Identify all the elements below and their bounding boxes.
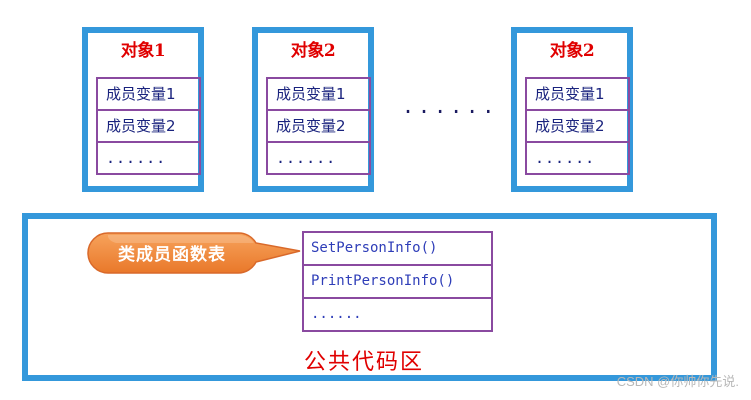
member-ellipsis-cell: ...... xyxy=(527,143,628,175)
object-title: 对象1 xyxy=(120,41,166,61)
member-variable-table: 成员变量1 成员变量2 ...... xyxy=(96,77,201,175)
function-cell: SetPersonInfo() xyxy=(304,233,491,266)
callout-label: 类成员函数表 xyxy=(118,245,226,265)
function-ellipsis-cell: ...... xyxy=(304,299,491,332)
object-box-1: 对象1 成员变量1 成员变量2 ...... xyxy=(82,27,204,192)
member-variable-table: 成员变量1 成员变量2 ...... xyxy=(525,77,630,175)
code-area-title: 公共代码区 xyxy=(304,350,425,375)
object-title: 对象2 xyxy=(549,41,595,61)
object-box-3: 对象2 成员变量1 成员变量2 ...... xyxy=(511,27,633,192)
member-ellipsis-cell: ...... xyxy=(98,143,199,175)
member-variable-cell: 成员变量1 xyxy=(268,79,369,111)
function-cell: PrintPersonInfo() xyxy=(304,266,491,299)
function-table-callout: 类成员函数表 xyxy=(86,229,301,279)
member-variable-cell: 成员变量2 xyxy=(268,111,369,143)
member-variable-cell: 成员变量1 xyxy=(98,79,199,111)
public-code-area: SetPersonInfo() PrintPersonInfo() ......… xyxy=(22,213,717,381)
watermark: CSDN @你帅你先说. xyxy=(616,374,739,389)
member-function-table: SetPersonInfo() PrintPersonInfo() ...... xyxy=(302,231,493,332)
member-variable-cell: 成员变量1 xyxy=(527,79,628,111)
object-title: 对象2 xyxy=(290,41,336,61)
callout-shape xyxy=(87,232,301,274)
member-variable-cell: 成员变量2 xyxy=(527,111,628,143)
objects-ellipsis: ...... xyxy=(402,94,499,118)
member-ellipsis-cell: ...... xyxy=(268,143,369,175)
member-variable-table: 成员变量1 成员变量2 ...... xyxy=(266,77,371,175)
member-variable-cell: 成员变量2 xyxy=(98,111,199,143)
object-box-2: 对象2 成员变量1 成员变量2 ...... xyxy=(252,27,374,192)
